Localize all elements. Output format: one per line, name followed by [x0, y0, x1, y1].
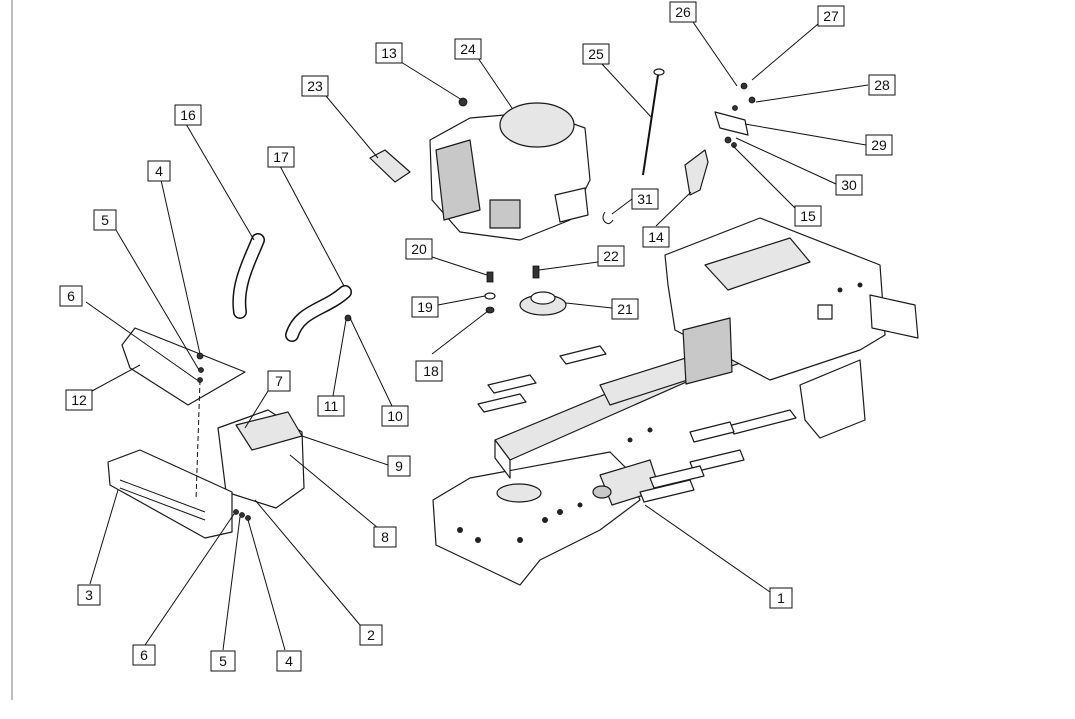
- svg-text:17: 17: [273, 149, 289, 165]
- callout-6-top: 6: [59, 285, 83, 307]
- callout-27: 27: [817, 5, 845, 27]
- svg-text:4: 4: [285, 653, 293, 669]
- svg-text:27: 27: [823, 8, 839, 24]
- item-22-key: [532, 265, 540, 279]
- svg-text:12: 12: [71, 392, 87, 408]
- callout-26: 26: [669, 1, 697, 23]
- svg-text:28: 28: [874, 77, 890, 93]
- frame-part: [432, 217, 919, 586]
- callout-13: 13: [375, 42, 403, 64]
- callout-22: 22: [597, 245, 625, 267]
- callout-14: 14: [642, 226, 670, 248]
- svg-text:4: 4: [155, 163, 163, 179]
- svg-text:1: 1: [777, 590, 785, 606]
- item-25-dipstick: [642, 68, 665, 176]
- svg-text:18: 18: [423, 363, 439, 379]
- callout-31: 31: [631, 188, 659, 210]
- callout-9: 9: [387, 455, 411, 477]
- callout-18: 18: [415, 360, 443, 382]
- item-14-lever: [684, 149, 709, 196]
- callout-19: 19: [411, 296, 439, 318]
- item-10-11-fasteners: [344, 314, 352, 322]
- svg-text:6: 6: [140, 647, 148, 663]
- callout-17: 17: [267, 146, 295, 168]
- throttle-hardware: [714, 82, 756, 148]
- callout-4-bottom: 4: [276, 650, 302, 672]
- svg-text:22: 22: [603, 248, 619, 264]
- callout-1: 1: [769, 587, 793, 609]
- callout-2: 2: [359, 624, 383, 646]
- callout-20: 20: [405, 238, 433, 260]
- svg-text:16: 16: [180, 107, 196, 123]
- svg-text:15: 15: [800, 208, 816, 224]
- svg-text:11: 11: [324, 398, 339, 414]
- callout-10: 10: [381, 405, 409, 427]
- svg-text:30: 30: [841, 177, 857, 193]
- item-2-muffler: [217, 409, 305, 509]
- callout-28: 28: [868, 74, 896, 96]
- engine-part: [429, 102, 591, 241]
- svg-text:14: 14: [648, 229, 664, 245]
- callout-3: 3: [77, 584, 101, 606]
- svg-text:29: 29: [871, 137, 887, 153]
- leader-lines: [85, 21, 869, 651]
- callout-29: 29: [865, 134, 893, 156]
- svg-text:3: 3: [85, 587, 93, 603]
- callout-12: 12: [65, 389, 93, 411]
- item-3-bracket: [107, 449, 233, 539]
- svg-text:8: 8: [381, 529, 389, 545]
- callout-23: 23: [301, 75, 329, 97]
- item-31-clip: [602, 211, 614, 225]
- callout-16: 16: [174, 104, 202, 126]
- svg-text:6: 6: [67, 288, 75, 304]
- svg-text:7: 7: [275, 373, 283, 389]
- svg-text:24: 24: [460, 41, 476, 57]
- callout-5-top: 5: [93, 209, 117, 231]
- svg-text:10: 10: [387, 408, 403, 424]
- svg-text:31: 31: [637, 191, 653, 207]
- svg-text:21: 21: [617, 301, 633, 317]
- item-23-hose: [369, 149, 411, 183]
- item-13-nut: [458, 97, 468, 107]
- svg-text:5: 5: [219, 653, 227, 669]
- callout-4-top: 4: [147, 160, 171, 182]
- svg-text:2: 2: [367, 627, 375, 643]
- svg-text:19: 19: [417, 299, 433, 315]
- svg-text:13: 13: [381, 45, 397, 61]
- bolt-stack-18-20: [484, 271, 496, 314]
- callout-8: 8: [373, 526, 397, 548]
- callout-21: 21: [611, 298, 639, 320]
- item-21-pulley: [519, 291, 567, 316]
- svg-text:5: 5: [101, 212, 109, 228]
- svg-text:25: 25: [588, 46, 604, 62]
- svg-text:9: 9: [395, 458, 403, 474]
- callout-7: 7: [267, 370, 291, 392]
- callout-6-bottom: 6: [132, 644, 156, 666]
- item-12-shield: [121, 327, 246, 406]
- svg-text:20: 20: [411, 241, 427, 257]
- callout-11: 11: [317, 395, 345, 417]
- callout-5-bottom: 5: [210, 650, 236, 672]
- callout-30: 30: [835, 174, 863, 196]
- callout-25: 25: [582, 43, 610, 65]
- svg-text:26: 26: [675, 4, 691, 20]
- callout-15: 15: [794, 205, 822, 227]
- assembly-line: [195, 379, 201, 501]
- svg-text:23: 23: [307, 78, 323, 94]
- callout-24: 24: [454, 38, 482, 60]
